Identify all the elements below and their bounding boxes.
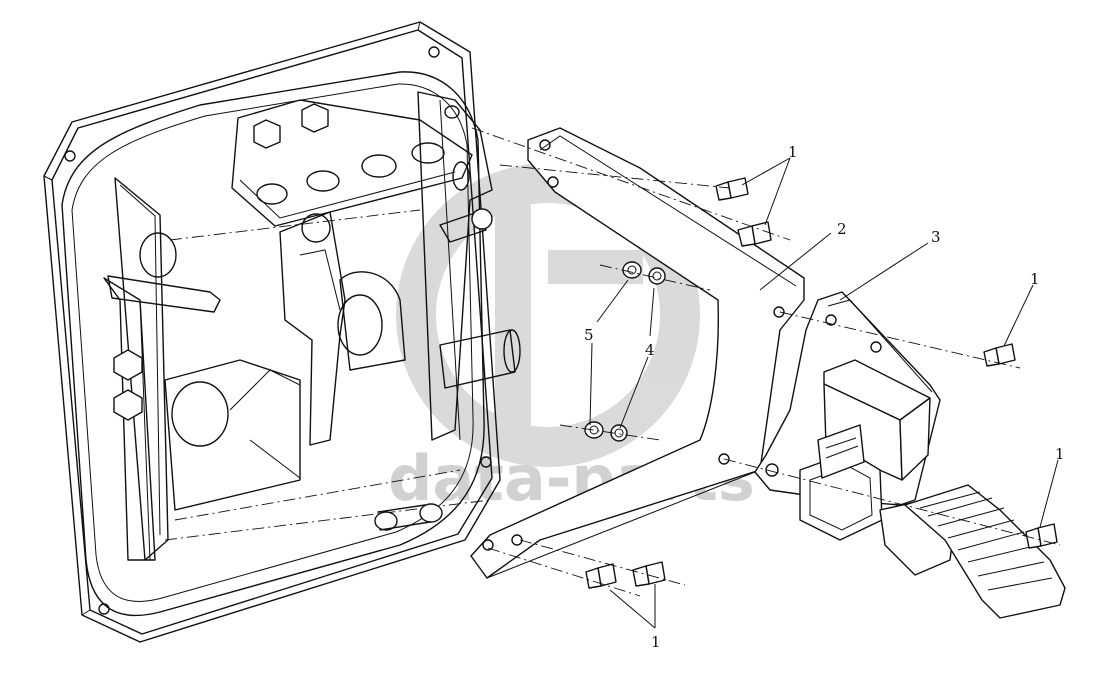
callout-5: 5: [584, 326, 594, 344]
pedal-box-bracket: [103, 91, 521, 561]
bolt-bottom-a: [585, 563, 617, 589]
callout-1-right-mid: 1: [1030, 270, 1040, 288]
callout-labels: 1 1 1 1 2 3 4 5: [584, 143, 1065, 651]
assembly-axis-lines: [471, 127, 1061, 597]
callout-1-bottom: 1: [651, 633, 661, 651]
callout-3: 3: [931, 228, 941, 246]
accelerator-pedal-assembly-part-3: [754, 291, 1066, 619]
bolt-top-a: [715, 177, 749, 201]
callout-4: 4: [645, 341, 655, 359]
callout-2: 2: [837, 220, 847, 238]
bolt-right-mid: [983, 343, 1016, 367]
bolt-bottom-b: [632, 561, 666, 587]
callout-1-top: 1: [788, 143, 798, 161]
mounting-plate-part-2: [470, 127, 805, 579]
fasteners: [584, 177, 1058, 589]
bolt-top-b: [737, 221, 772, 247]
bolt-right-low: [1025, 523, 1058, 549]
bulkhead-plate: [43, 21, 501, 643]
callout-1-right-low: 1: [1055, 445, 1065, 463]
leader-lines: [589, 157, 1059, 629]
